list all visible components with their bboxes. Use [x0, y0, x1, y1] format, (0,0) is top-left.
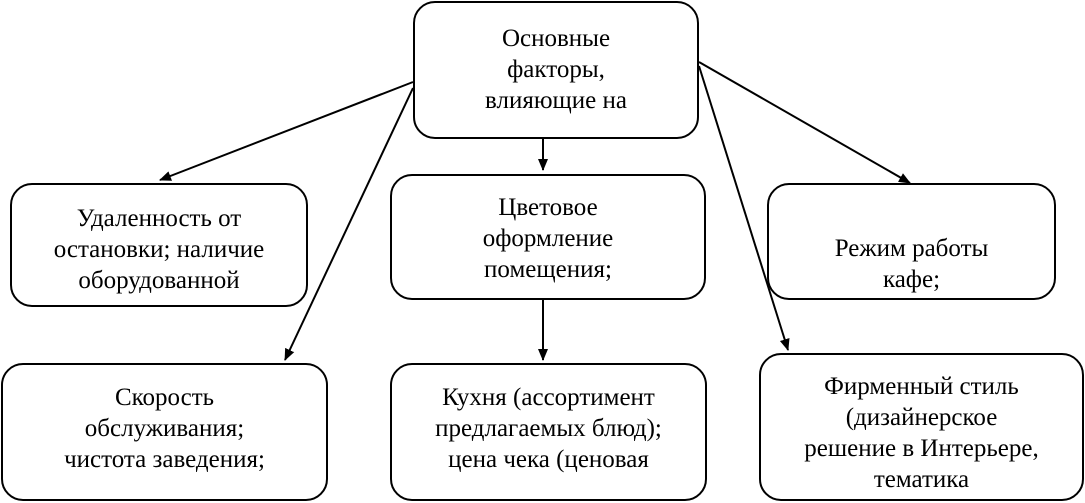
color-line-1: Цветовое	[498, 194, 598, 221]
color-line-3: помещения;	[484, 256, 612, 283]
node-speed: Скорость обслуживания; чистота заведения…	[1, 363, 328, 501]
style-line-2: (дизайнерское	[845, 404, 998, 431]
arrow-root-to-distance	[159, 81, 414, 181]
speed-line-2: обслуживания;	[84, 415, 245, 442]
node-style: Фирменный стиль (дизайнерское решение в …	[759, 353, 1084, 501]
root-line-3: влияющие на	[485, 87, 627, 114]
color-line-2: оформление	[482, 225, 614, 252]
node-hours: Режим работы кафе;	[767, 183, 1056, 300]
kitchen-line-1: Кухня (ассортимент	[442, 384, 655, 411]
hours-line-2: кафе;	[882, 266, 941, 293]
speed-line-3: чистота заведения;	[64, 446, 265, 473]
root-line-2: факторы,	[507, 56, 605, 83]
distance-line-3: оборудованной	[78, 267, 240, 294]
distance-line-1: Удаленность от	[76, 205, 242, 232]
root-node: Основные факторы, влияющие на	[413, 1, 699, 139]
node-kitchen: Кухня (ассортимент предлагаемых блюд); ц…	[390, 363, 707, 501]
node-distance: Удаленность от остановки; наличие оборуд…	[10, 183, 308, 307]
distance-line-2: остановки; наличие	[53, 236, 265, 263]
speed-line-1: Скорость	[114, 384, 215, 411]
arrow-root-to-speed	[284, 87, 414, 361]
kitchen-line-2: предлагаемых блюд);	[435, 415, 662, 442]
node-color: Цветовое оформление помещения;	[390, 174, 706, 300]
kitchen-line-3: цена чека (ценовая	[448, 446, 649, 473]
style-line-3: решение в Интерьере,	[804, 435, 1039, 462]
root-line-1: Основные	[501, 25, 611, 52]
style-line-1: Фирменный стиль	[824, 373, 1019, 400]
hours-line-1: Режим работы	[834, 235, 989, 262]
style-line-4: тематика	[873, 466, 970, 493]
arrow-root-to-style	[698, 65, 790, 351]
arrow-root-to-hours	[698, 61, 911, 184]
